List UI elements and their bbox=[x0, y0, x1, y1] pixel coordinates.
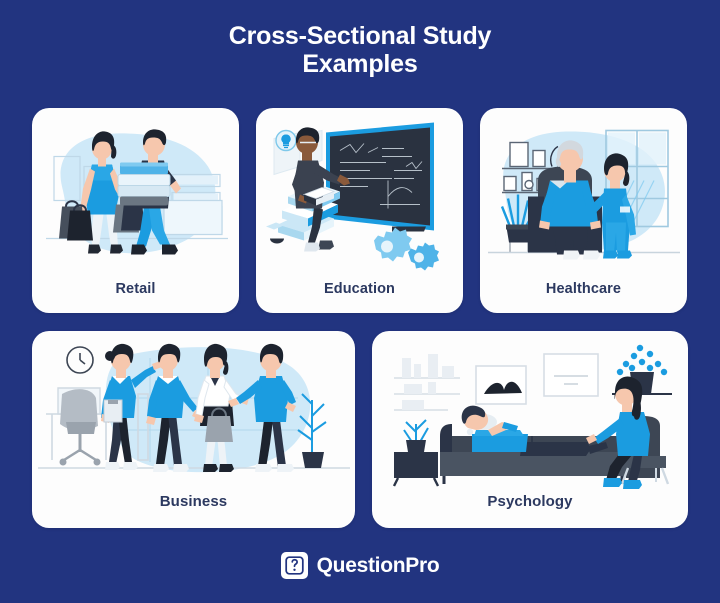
example-card-label: Healthcare bbox=[545, 281, 622, 297]
retail-illustration bbox=[32, 108, 239, 281]
page-title-line-1: Cross-Sectional Study bbox=[228, 22, 492, 50]
examples-row-bottom: Business bbox=[32, 331, 688, 528]
psychology-illustration bbox=[372, 331, 688, 493]
example-card-business[interactable]: Business bbox=[32, 331, 355, 528]
example-card-retail[interactable]: Retail bbox=[32, 108, 239, 313]
business-illustration bbox=[32, 331, 355, 493]
example-card-education[interactable]: Education bbox=[256, 108, 463, 313]
page-title: Cross-Sectional Study Examples bbox=[0, 22, 720, 78]
page-title-line-2: Examples bbox=[302, 50, 418, 78]
example-card-psychology[interactable]: Psychology bbox=[372, 331, 688, 528]
example-card-label: Retail bbox=[115, 281, 156, 297]
examples-row-top: Retail bbox=[32, 108, 688, 313]
education-illustration bbox=[256, 108, 463, 281]
questionpro-logo-icon bbox=[280, 552, 308, 579]
brand-name: QuestionPro bbox=[316, 553, 440, 577]
example-card-label: Education bbox=[324, 281, 395, 297]
brand-footer: QuestionPro bbox=[0, 552, 720, 579]
example-card-label: Business bbox=[159, 493, 228, 510]
example-card-label: Psychology bbox=[487, 493, 573, 510]
examples-grid: Retail bbox=[32, 108, 688, 528]
healthcare-illustration bbox=[480, 108, 687, 281]
example-card-healthcare[interactable]: Healthcare bbox=[480, 108, 687, 313]
